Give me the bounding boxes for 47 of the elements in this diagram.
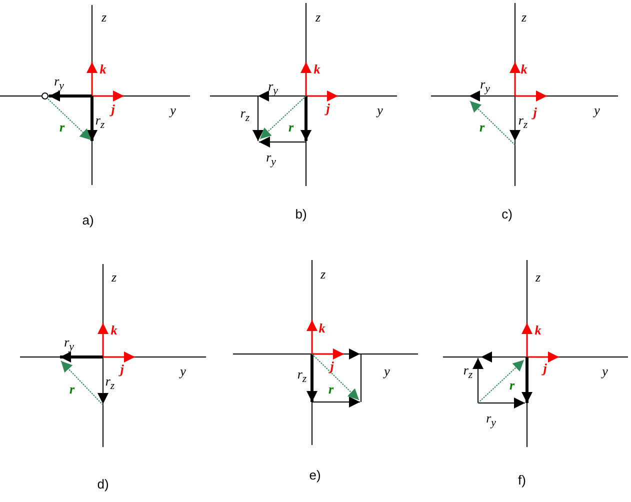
axis-label: z bbox=[320, 268, 326, 280]
unit-vector-label: j bbox=[330, 360, 334, 372]
panel-label: a) bbox=[82, 214, 94, 226]
vector-label: r bbox=[288, 120, 294, 134]
component-label: r$_{z}$ bbox=[95, 113, 105, 131]
axis-label: z bbox=[315, 10, 321, 24]
component-label: r$_{y}$ bbox=[64, 335, 74, 353]
axis-label: z bbox=[521, 10, 527, 24]
component-label: r$_{y}$ bbox=[266, 150, 276, 168]
axis-label: y bbox=[602, 364, 608, 378]
axis-label: z bbox=[101, 10, 107, 24]
unit-vector-label: j bbox=[111, 102, 115, 116]
vector-label: r bbox=[479, 120, 485, 134]
unit-vector-label: k bbox=[520, 62, 528, 76]
vector-label: r bbox=[328, 382, 334, 396]
component-label: r$_{z}$ bbox=[105, 374, 115, 392]
unit-vector-label: k bbox=[110, 324, 118, 336]
component-label: r$_{z}$ bbox=[463, 363, 473, 381]
axis-label: y bbox=[594, 104, 600, 116]
unit-vector-label: k bbox=[534, 324, 542, 336]
axis-label: y bbox=[377, 104, 383, 116]
panel-label: c) bbox=[502, 208, 512, 220]
unit-vector-label: j bbox=[120, 362, 124, 376]
axis-label: z bbox=[111, 270, 117, 284]
panel-label: e) bbox=[309, 468, 321, 482]
axis-label: y bbox=[170, 104, 176, 116]
component-label: r$_{z}$ bbox=[518, 113, 528, 131]
panel-label: b) bbox=[295, 208, 307, 220]
vector-label: r bbox=[509, 378, 515, 392]
component-label: r$_{y}$ bbox=[54, 74, 64, 92]
unit-vector-label: j bbox=[543, 362, 547, 374]
component-label: r$_{y}$ bbox=[480, 77, 490, 95]
panel-label: d) bbox=[97, 478, 109, 490]
vector-label: r bbox=[59, 120, 65, 134]
component-label: r$_{z}$ bbox=[240, 106, 250, 124]
axis-label: z bbox=[535, 270, 541, 284]
panel-label: f) bbox=[518, 474, 526, 486]
component-label: r$_{y}$ bbox=[486, 411, 496, 429]
vector-label: r bbox=[69, 382, 75, 396]
axis-label: y bbox=[384, 364, 390, 378]
unit-vector-label: k bbox=[318, 322, 326, 334]
unit-vector-label: k bbox=[100, 62, 106, 76]
axis-label: y bbox=[180, 364, 186, 378]
unit-vector-label: j bbox=[326, 102, 330, 114]
unit-vector-label: k bbox=[314, 62, 320, 76]
component-label: r$_{z}$ bbox=[297, 367, 307, 385]
unit-vector-label: j bbox=[533, 106, 537, 118]
